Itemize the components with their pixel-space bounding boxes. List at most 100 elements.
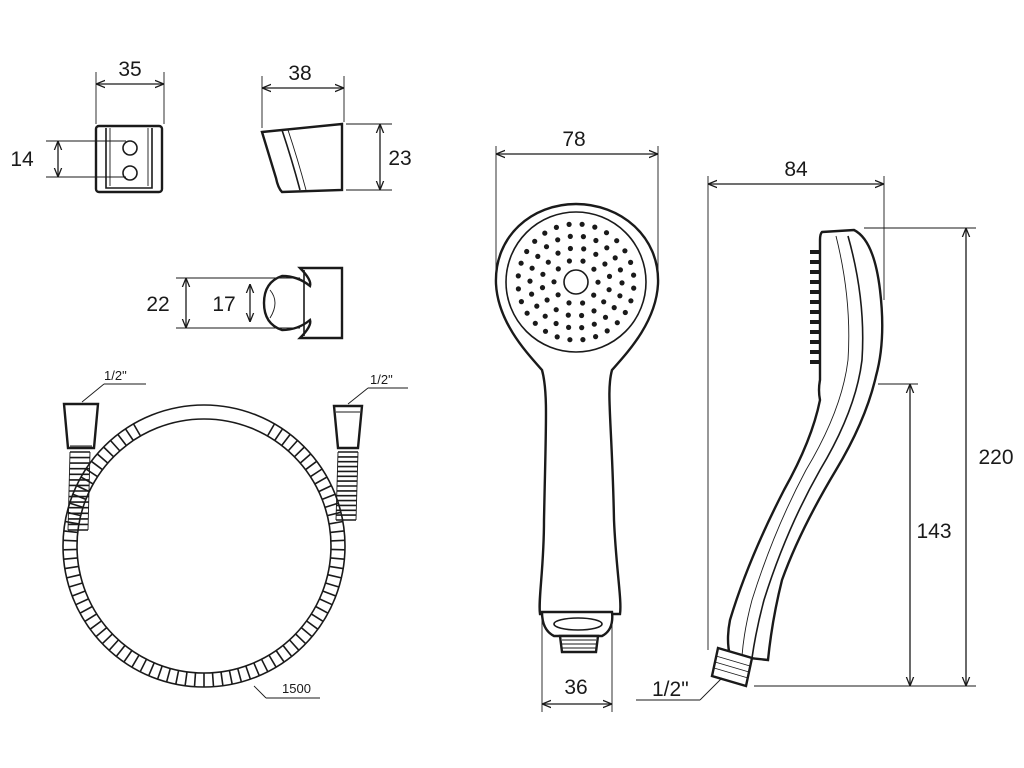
hose-ring <box>63 557 78 560</box>
spray-nozzle <box>628 259 634 265</box>
handle-length-label: 143 <box>916 520 951 543</box>
spray-nozzle <box>631 272 637 278</box>
spray-nozzle <box>529 265 535 271</box>
hose-ring <box>66 573 81 579</box>
hose-ring <box>115 644 126 657</box>
hose-ring <box>124 428 134 441</box>
dimension-side-depth: 84 <box>707 158 885 650</box>
spray-nozzle <box>591 321 597 327</box>
hose-ring <box>309 468 323 478</box>
hose-ring <box>64 565 79 570</box>
dimension-head-diameter: 78 <box>495 128 659 284</box>
spray-nozzle <box>580 337 586 343</box>
hose-ring <box>147 662 155 677</box>
handle-bottom-label: 36 <box>564 676 587 699</box>
hose-ring <box>300 626 313 638</box>
shower-clip-top <box>262 266 344 340</box>
hose-ring <box>131 654 140 668</box>
spray-nozzle <box>595 279 601 285</box>
wall-bracket-front <box>94 124 164 194</box>
hose-ring <box>306 620 319 630</box>
hose-ring <box>101 633 113 645</box>
label-hose-thread-right: 1/2" <box>347 372 408 405</box>
hose-ring <box>220 671 224 686</box>
spray-nozzle <box>544 297 550 303</box>
hose-ring <box>156 665 163 680</box>
hose-ring <box>288 639 300 651</box>
hose-ring <box>75 598 89 606</box>
shower-holder-side <box>260 122 344 194</box>
dimension-handle-length: 143 <box>878 383 952 686</box>
hose-ring <box>90 460 103 471</box>
side-nozzle <box>810 360 820 364</box>
spray-nozzle <box>532 320 538 326</box>
dimension-handle-bottom: 36 <box>541 616 613 712</box>
spray-nozzle <box>543 244 550 250</box>
side-nozzle <box>810 310 820 314</box>
hose-ring <box>69 502 84 509</box>
spray-nozzle <box>565 312 571 318</box>
hose-ring <box>274 428 284 441</box>
hose-ring <box>305 460 318 471</box>
spray-nozzle <box>529 291 535 297</box>
hose-ring <box>175 670 180 685</box>
hose-ring <box>266 423 276 437</box>
hose-ring <box>282 644 293 657</box>
spray-nozzle <box>579 221 585 227</box>
hose-coil <box>63 423 345 687</box>
hose-ring <box>327 511 342 517</box>
label-hose-length: 1500 <box>253 681 320 699</box>
hose-ring <box>318 484 332 493</box>
spray-nozzle <box>554 334 560 340</box>
spray-nozzle <box>579 312 585 319</box>
spray-nozzle <box>622 309 628 316</box>
clip-outer-label: 22 <box>146 293 169 316</box>
hose-straight-left <box>67 451 91 531</box>
hose-ring <box>330 539 345 542</box>
spray-nozzle <box>604 245 610 251</box>
spray-nozzle <box>535 253 541 259</box>
spray-nozzle <box>566 221 572 227</box>
hose-ring <box>96 453 109 464</box>
hose-ring <box>95 626 108 638</box>
head-diameter-label: 78 <box>562 128 585 151</box>
spray-nozzle <box>539 285 546 291</box>
hose-ring <box>193 672 197 687</box>
spray-nozzle <box>542 313 548 319</box>
spray-nozzle <box>527 278 533 284</box>
hose-ring <box>315 605 329 614</box>
spray-nozzle <box>555 250 561 256</box>
hose-thread-left-label: 1/2" <box>104 368 127 383</box>
hose-ring <box>236 668 243 683</box>
hose-ring <box>123 650 133 663</box>
hose-ring <box>79 605 93 614</box>
spray-nozzle <box>606 273 613 279</box>
spray-nozzle <box>593 237 599 244</box>
spray-nozzle <box>566 300 572 306</box>
spray-nozzle <box>515 273 521 279</box>
spray-nozzle <box>551 279 557 285</box>
spray-nozzle <box>606 287 612 293</box>
hose-ring <box>84 613 98 623</box>
hose-ring <box>322 590 337 597</box>
side-nozzle <box>810 270 820 274</box>
spray-nozzle <box>579 325 585 331</box>
bracket-width-label: 35 <box>118 58 141 81</box>
spray-nozzle <box>593 251 599 257</box>
side-nozzle <box>810 300 820 304</box>
total-length-label: 220 <box>978 446 1013 469</box>
side-nozzle <box>810 260 820 264</box>
hose-ring <box>330 530 345 534</box>
holder-width-label: 38 <box>288 62 311 85</box>
side-nozzle <box>810 280 820 284</box>
spray-nozzle <box>622 248 628 254</box>
hose-ring <box>165 668 172 683</box>
spray-nozzle <box>603 230 610 236</box>
spray-nozzle <box>540 271 546 277</box>
hose-ring <box>63 530 78 534</box>
spray-nozzle <box>518 299 525 305</box>
spray-nozzle <box>566 258 573 264</box>
hose-ring <box>330 557 345 560</box>
label-handle-thread: 1/2" <box>636 677 723 701</box>
spray-nozzle <box>591 266 597 272</box>
